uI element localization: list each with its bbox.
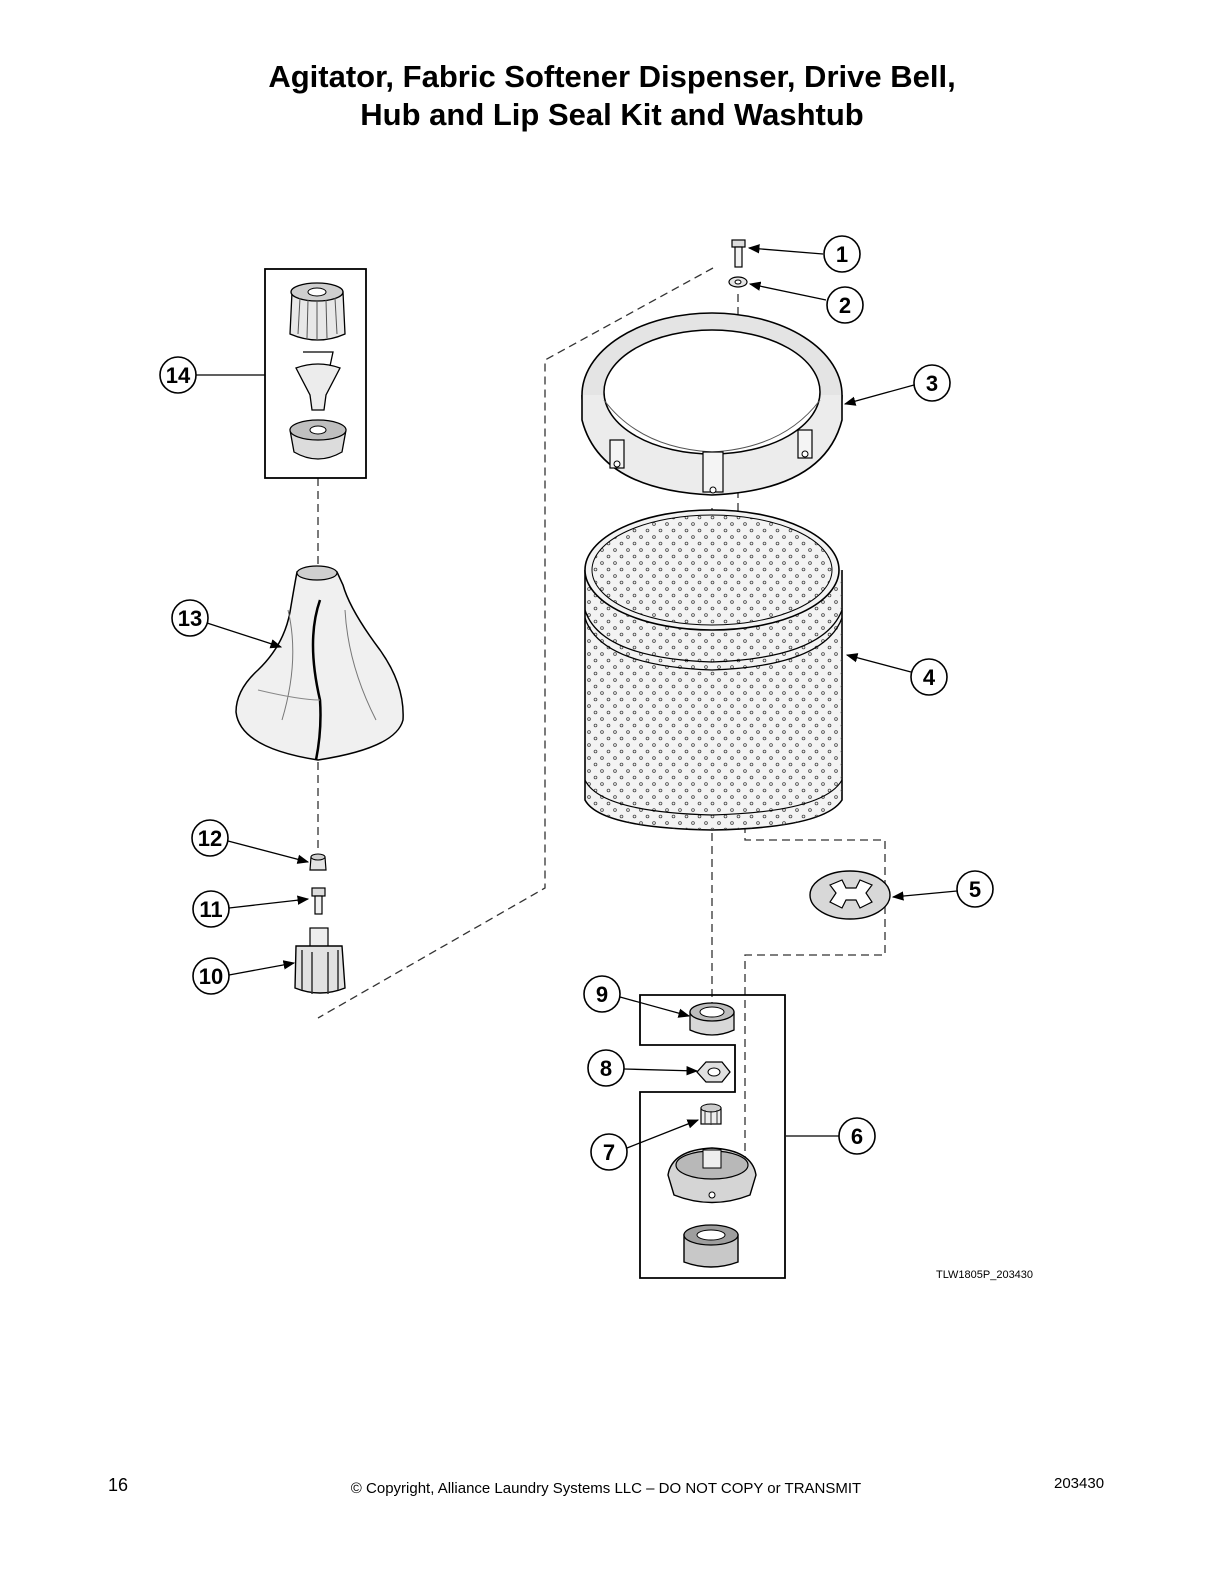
callout-13: 13 [171,599,209,637]
callout-6: 6 [838,1117,876,1155]
svg-text:9: 9 [596,982,608,1007]
title-line-2: Hub and Lip Seal Kit and Washtub [360,97,864,132]
copyright-notice: © Copyright, Alliance Laundry Systems LL… [350,1480,862,1497]
svg-text:10: 10 [199,964,223,989]
part-10-drive-bell [294,927,346,994]
document-number: 203430 [1054,1475,1105,1492]
part-1-screw [731,239,746,268]
svg-text:14: 14 [166,363,191,388]
part-4-washtub [584,509,843,831]
callout-1: 1 [823,235,861,273]
svg-text:7: 7 [603,1140,615,1165]
part-14-fabric-softener-dispenser [264,268,367,479]
part-9-lip-seal [689,1002,735,1036]
svg-text:6: 6 [851,1124,863,1149]
svg-text:8: 8 [600,1056,612,1081]
callout-5: 5 [956,870,994,908]
callout-10: 10 [192,957,230,995]
part-3-tub-ring [581,312,843,496]
part-11-bolt [311,887,326,915]
part-13-agitator [235,565,404,761]
page-number: 16 [108,1475,129,1495]
title-line-1: Agitator, Fabric Softener Dispenser, Dri… [268,59,956,94]
hub-assembly [667,1147,757,1204]
svg-text:2: 2 [839,293,851,318]
svg-text:11: 11 [199,897,222,922]
callout-4: 4 [910,658,948,696]
callout-9: 9 [583,975,621,1013]
callout-8: 8 [587,1049,625,1087]
part-5-gasket [809,870,891,920]
svg-text:4: 4 [923,665,936,690]
part-6-hub-seal-kit-bracket [639,994,786,1279]
callout-11: 11 [192,890,230,928]
svg-text:1: 1 [836,242,848,267]
callout-3: 3 [913,364,951,402]
svg-text:12: 12 [198,826,222,851]
part-8-hex-nut [696,1061,731,1083]
callout-2: 2 [826,286,864,324]
callout-12: 12 [191,819,229,857]
part-7-bearing [700,1103,722,1125]
leader-lines [196,244,958,1149]
svg-text:5: 5 [969,877,981,902]
drawing-id: TLW1805P_203430 [936,1269,1034,1281]
svg-text:3: 3 [926,371,938,396]
part-12-cap-nut [309,853,327,871]
callout-7: 7 [590,1133,628,1171]
callouts: 1 2 3 4 5 6 7 8 9 10 11 12 13 14 [159,235,994,1171]
part-2-washer [728,276,748,288]
svg-text:13: 13 [178,606,202,631]
page-title: Agitator, Fabric Softener Dispenser, Dri… [0,58,1224,134]
hub-lower-bearing [683,1224,739,1268]
callout-14: 14 [159,356,197,394]
